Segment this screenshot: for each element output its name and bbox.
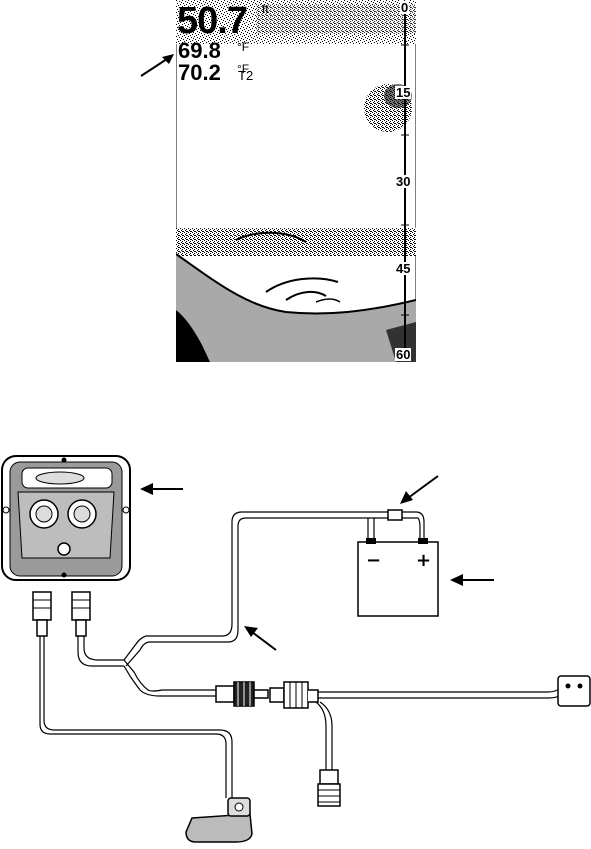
temperature-unit-1: °F <box>237 40 249 54</box>
temperature-sensor <box>558 676 590 706</box>
pointer-arrow <box>450 574 494 586</box>
temperature-readout-1: 69.8 <box>178 40 221 62</box>
transducer <box>186 798 252 842</box>
depth-readout: 50.7 <box>177 2 247 40</box>
pointer-arrow <box>138 52 178 80</box>
sensor-cable <box>316 688 562 770</box>
inline-connector-left <box>216 682 268 706</box>
depth-scale-label: 0 <box>400 1 409 14</box>
fuse <box>388 510 402 520</box>
temperature-sensor-label: T2 <box>238 68 253 83</box>
sonar-unit-back <box>2 456 130 580</box>
depth-scale-label: 15 <box>395 86 411 99</box>
pointer-arrow <box>400 476 438 504</box>
power-connector <box>72 592 90 636</box>
battery-negative-terminal: − <box>366 550 381 571</box>
pointer-arrow <box>244 626 276 650</box>
depth-scale-label: 30 <box>395 175 411 188</box>
transducer-connector <box>33 592 51 636</box>
wiring-diagram: − + <box>0 440 591 849</box>
pointer-arrow <box>140 483 183 495</box>
thermocline-band <box>176 228 416 256</box>
inline-connector-right <box>270 682 318 708</box>
temperature-readout-2: 70.2 <box>178 62 221 84</box>
accessory-connector <box>318 770 340 806</box>
depth-scale-label: 45 <box>395 262 411 275</box>
depth-unit: ft <box>262 2 269 16</box>
transducer-cable <box>40 636 232 798</box>
battery-positive-terminal: + <box>416 550 431 571</box>
depth-scale-label: 60 <box>395 348 411 361</box>
